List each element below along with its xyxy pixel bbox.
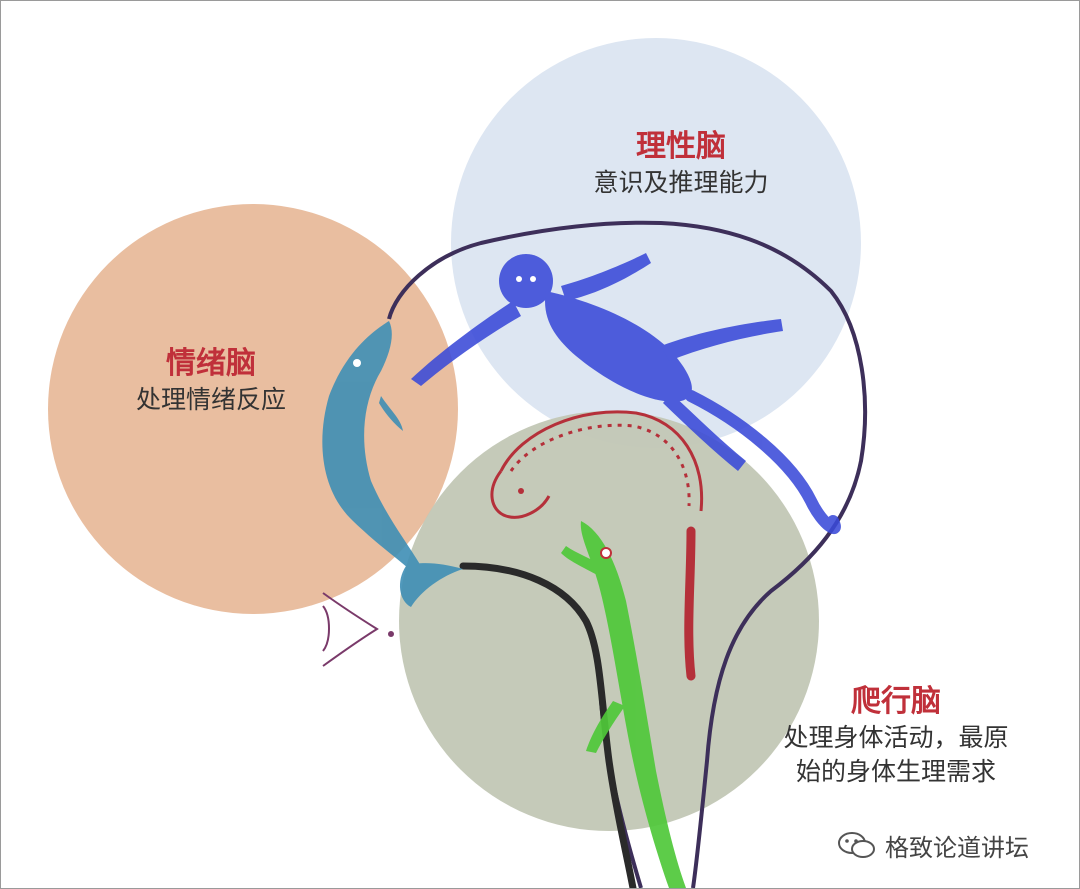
brain-outline — [387, 220, 868, 888]
emotional-brain-title: 情绪脑 — [166, 346, 256, 381]
rational-brain-title: 理性脑 — [636, 129, 726, 164]
dolphin-body — [322, 321, 421, 571]
eye-figure — [322, 592, 379, 667]
lizard-leg — [561, 546, 605, 576]
lizard-body — [580, 521, 686, 888]
hedgehog-figure — [490, 410, 704, 681]
emotional-brain-desc: 处理情绪反应 — [135, 385, 286, 414]
emotional-brain-label: 情绪脑 处理情绪反应 — [81, 345, 341, 417]
rational-brain-label: 理性脑 意识及推理能力 — [541, 128, 821, 200]
eye-iris — [322, 605, 330, 652]
monkey-head — [499, 254, 553, 308]
hedgehog-face — [490, 470, 551, 519]
hedgehog-tail — [684, 526, 696, 681]
monkey-tail — [685, 390, 841, 535]
hedgehog-back — [499, 410, 704, 512]
rational-brain-desc: 意识及推理能力 — [593, 168, 769, 197]
dolphin-fin — [379, 396, 403, 431]
monkey-leg — [661, 319, 783, 361]
hedgehog-eye — [518, 488, 524, 494]
monkey-eye — [530, 276, 536, 282]
dolphin-tail — [399, 563, 463, 607]
reptilian-brain-desc-line1: 处理身体活动，最原 — [783, 723, 1009, 752]
watermark-text: 格致论道讲坛 — [885, 833, 1029, 862]
reptilian-brain-label: 爬行脑 处理身体活动，最原 始的身体生理需求 — [741, 683, 1051, 789]
monkey-leg-lower — [663, 393, 746, 471]
dolphin-eye — [353, 359, 361, 367]
watermark: 格致论道讲坛 — [837, 825, 1029, 865]
lizard-eye — [600, 547, 612, 559]
monkey-arm-upper — [561, 253, 651, 301]
dolphin-figure — [322, 321, 463, 607]
rational-brain-circle — [451, 38, 861, 448]
monkey-figure — [411, 253, 841, 535]
eye-outline — [322, 592, 379, 667]
monkey-eye — [516, 276, 522, 282]
monkey-body — [545, 291, 692, 402]
lizard-leg — [586, 701, 625, 753]
reptilian-brain-desc-line2: 始的身体生理需求 — [795, 757, 996, 786]
reptilian-brain-title: 爬行脑 — [851, 684, 941, 719]
spinal-cord — [459, 562, 637, 888]
eye-dot — [388, 631, 394, 637]
monkey-arm-lower — [411, 301, 521, 386]
lizard-figure — [561, 521, 686, 888]
wechat-icon — [838, 832, 875, 858]
